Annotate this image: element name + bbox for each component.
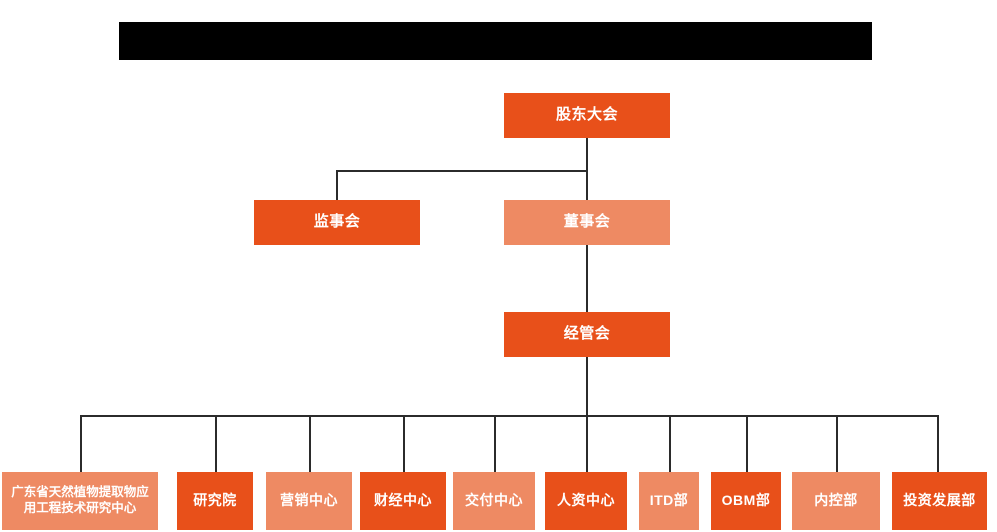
node-department-delivery-center[interactable]: 交付中心: [453, 472, 535, 530]
connector-directors-down: [586, 170, 588, 200]
node-department-marketing-center[interactable]: 营销中心: [266, 472, 352, 530]
node-department-itd-label: ITD部: [649, 492, 689, 509]
node-department-research-institute-label: 研究院: [193, 492, 237, 509]
node-department-research-center[interactable]: 广东省天然植物提取物应 用工程技术研究中心: [2, 472, 158, 530]
node-department-hr-center-label: 人资中心: [557, 492, 615, 509]
node-shareholders-meeting-label: 股东大会: [555, 106, 618, 124]
connector-department-stem-4: [494, 415, 496, 472]
connector-department-stem-9: [937, 415, 939, 472]
node-department-finance-center[interactable]: 财经中心: [360, 472, 446, 530]
connector-management-down: [586, 357, 588, 415]
node-board-of-directors-label: 董事会: [563, 213, 611, 231]
connector-department-stem-5: [586, 415, 588, 472]
node-management-committee-label: 经管会: [563, 325, 611, 343]
node-department-itd[interactable]: ITD部: [639, 472, 699, 530]
node-department-research-center-label-line1: 广东省天然植物提取物应: [11, 485, 149, 500]
node-department-research-institute[interactable]: 研究院: [177, 472, 253, 530]
connector-department-stem-3: [403, 415, 405, 472]
node-department-marketing-center-label: 营销中心: [280, 492, 338, 509]
connector-department-stem-2: [309, 415, 311, 472]
node-department-finance-center-label: 财经中心: [374, 492, 432, 509]
connector-level2-bus: [336, 170, 588, 172]
node-department-obm-label: OBM部: [721, 492, 771, 509]
connector-department-stem-7: [746, 415, 748, 472]
node-shareholders-meeting[interactable]: 股东大会: [504, 93, 670, 138]
node-department-obm[interactable]: OBM部: [711, 472, 781, 530]
node-department-research-center-label-line2: 用工程技术研究中心: [23, 501, 137, 515]
connector-directors-to-management: [586, 245, 588, 312]
connector-departments-bus: [80, 415, 937, 417]
node-department-research-center-label: 广东省天然植物提取物应 用工程技术研究中心: [11, 485, 149, 516]
node-department-hr-center[interactable]: 人资中心: [545, 472, 627, 530]
node-department-internal-control-label: 内控部: [814, 492, 858, 509]
connector-shareholders-down: [586, 138, 588, 172]
redaction-bar: [119, 22, 872, 60]
connector-department-stem-0: [80, 415, 82, 472]
node-department-investment-development-label: 投资发展部: [903, 492, 976, 509]
connector-department-stem-1: [215, 415, 217, 472]
connector-department-stem-6: [669, 415, 671, 472]
node-department-investment-development[interactable]: 投资发展部: [892, 472, 987, 530]
node-management-committee[interactable]: 经管会: [504, 312, 670, 357]
node-department-internal-control[interactable]: 内控部: [792, 472, 880, 530]
node-board-of-supervisors[interactable]: 监事会: [254, 200, 420, 245]
connector-department-stem-8: [836, 415, 838, 472]
node-board-of-directors[interactable]: 董事会: [504, 200, 670, 245]
node-board-of-supervisors-label: 监事会: [313, 213, 361, 231]
node-department-delivery-center-label: 交付中心: [465, 492, 523, 509]
connector-supervisors-down: [336, 170, 338, 200]
